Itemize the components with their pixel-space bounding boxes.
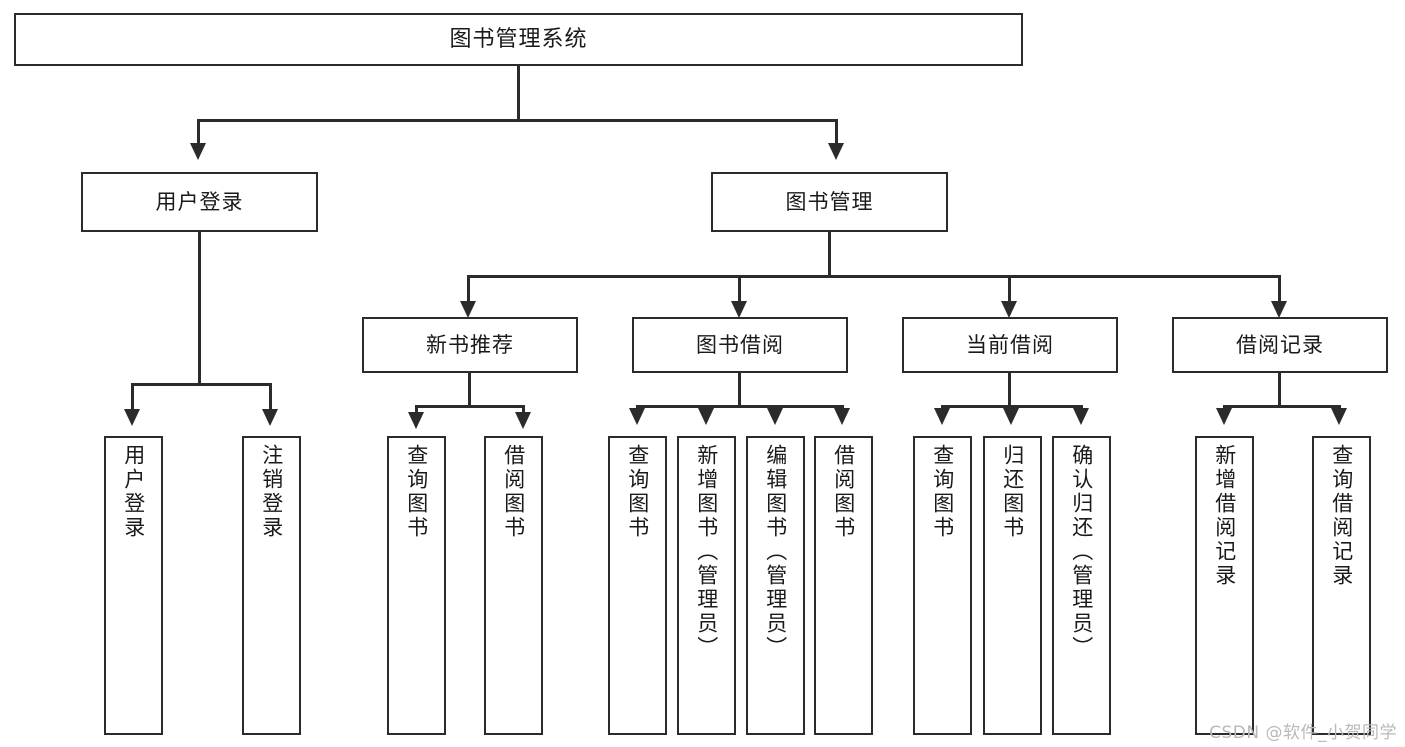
arrowhead-user-login-leaf-1 [124, 409, 140, 426]
arrowhead-book-borrow-leaf-3 [767, 408, 783, 425]
leaf-current-borrow-return-book[interactable]: 归还图书 [983, 436, 1042, 735]
node-label: 用户登录 [155, 189, 244, 214]
arrowhead-bm-to-borrow-record [1271, 301, 1287, 318]
leaf-label: 确认归还（管理员） [1069, 444, 1094, 660]
connector-root-to-user-login [197, 119, 200, 146]
leaf-user-login-login[interactable]: 用户登录 [104, 436, 163, 735]
leaf-current-borrow-query-book[interactable]: 查询图书 [913, 436, 972, 735]
node-label: 图书管理 [785, 189, 874, 214]
leaf-current-borrow-confirm-return-admin[interactable]: 确认归还（管理员） [1052, 436, 1111, 735]
node-label: 当前借阅 [966, 332, 1054, 357]
arrowhead-new-book-leaf-2 [515, 412, 531, 429]
node-book-borrow[interactable]: 图书借阅 [632, 317, 848, 373]
node-book-management[interactable]: 图书管理 [711, 172, 948, 232]
arrowhead-current-borrow-leaf-3 [1073, 408, 1089, 425]
node-root-system[interactable]: 图书管理系统 [14, 13, 1023, 66]
arrowhead-root-to-user-login [190, 143, 206, 160]
connector-root-stem [517, 66, 520, 120]
node-label: 新书推荐 [426, 332, 514, 357]
node-new-book-recommend[interactable]: 新书推荐 [362, 317, 578, 373]
connector-new-book-stem [468, 373, 471, 406]
connector-book-borrow-bus [636, 405, 844, 408]
connector-book-management-stem [828, 232, 831, 276]
connector-bm-drop-current-borrow [1008, 275, 1011, 303]
arrowhead-book-borrow-leaf-2 [698, 408, 714, 425]
leaf-label: 新增图书（管理员） [694, 444, 719, 660]
leaf-borrow-record-query-record[interactable]: 查询借阅记录 [1312, 436, 1371, 735]
node-borrow-record[interactable]: 借阅记录 [1172, 317, 1388, 373]
node-label: 借阅记录 [1236, 332, 1324, 357]
arrowhead-book-borrow-leaf-4 [834, 408, 850, 425]
arrowhead-root-to-book-manage [828, 143, 844, 160]
leaf-label: 归还图书 [1000, 444, 1025, 540]
leaf-book-borrow-add-book-admin[interactable]: 新增图书（管理员） [677, 436, 736, 735]
arrowhead-book-borrow-leaf-1 [629, 408, 645, 425]
leaf-book-borrow-borrow-book[interactable]: 借阅图书 [814, 436, 873, 735]
connector-book-borrow-stem [738, 373, 741, 406]
leaf-label: 查询图书 [404, 444, 429, 540]
connector-bm-drop-borrow-record [1278, 275, 1281, 303]
arrowhead-current-borrow-leaf-2 [1003, 408, 1019, 425]
arrowhead-current-borrow-leaf-1 [934, 408, 950, 425]
connector-borrow-record-bus [1223, 405, 1340, 408]
arrowhead-bm-to-book-borrow [731, 301, 747, 318]
arrowhead-new-book-leaf-1 [408, 412, 424, 429]
connector-borrow-record-stem [1278, 373, 1281, 406]
leaf-book-borrow-edit-book-admin[interactable]: 编辑图书（管理员） [746, 436, 805, 735]
connector-new-book-bus [415, 405, 525, 408]
connector-bm-drop-book-borrow [738, 275, 741, 303]
arrowhead-borrow-record-leaf-1 [1216, 408, 1232, 425]
arrowhead-borrow-record-leaf-2 [1331, 408, 1347, 425]
leaf-user-login-logout[interactable]: 注销登录 [242, 436, 301, 735]
connector-user-login-stem [198, 232, 201, 384]
leaf-book-borrow-query-book[interactable]: 查询图书 [608, 436, 667, 735]
connector-root-bus [197, 119, 838, 122]
leaf-label: 借阅图书 [831, 444, 856, 540]
leaf-label: 查询图书 [625, 444, 650, 540]
watermark-text: CSDN @软件_小贺同学 [1209, 723, 1397, 743]
leaf-borrow-record-add-record[interactable]: 新增借阅记录 [1195, 436, 1254, 735]
leaf-label: 查询借阅记录 [1329, 444, 1354, 588]
connector-book-management-bus [467, 275, 1281, 278]
arrowhead-bm-to-current-borrow [1001, 301, 1017, 318]
leaf-label: 查询图书 [930, 444, 955, 540]
leaf-label: 新增借阅记录 [1212, 444, 1237, 588]
connector-user-login-drop-1 [131, 383, 134, 411]
connector-bm-drop-new-book [467, 275, 470, 303]
leaf-new-book-borrow-book[interactable]: 借阅图书 [484, 436, 543, 735]
arrowhead-user-login-leaf-2 [262, 409, 278, 426]
connector-user-login-drop-2 [269, 383, 272, 411]
node-current-borrow[interactable]: 当前借阅 [902, 317, 1118, 373]
node-label: 图书借阅 [696, 332, 784, 357]
leaf-label: 用户登录 [121, 444, 146, 540]
connector-root-to-book-manage [835, 119, 838, 146]
connector-current-borrow-stem [1008, 373, 1011, 406]
node-label: 图书管理系统 [449, 26, 588, 52]
arrowhead-bm-to-new-book [460, 301, 476, 318]
leaf-new-book-query-book[interactable]: 查询图书 [387, 436, 446, 735]
node-user-login[interactable]: 用户登录 [81, 172, 318, 232]
leaf-label: 注销登录 [259, 444, 284, 540]
leaf-label: 编辑图书（管理员） [763, 444, 788, 660]
leaf-label: 借阅图书 [501, 444, 526, 540]
connector-user-login-bus [131, 383, 272, 386]
